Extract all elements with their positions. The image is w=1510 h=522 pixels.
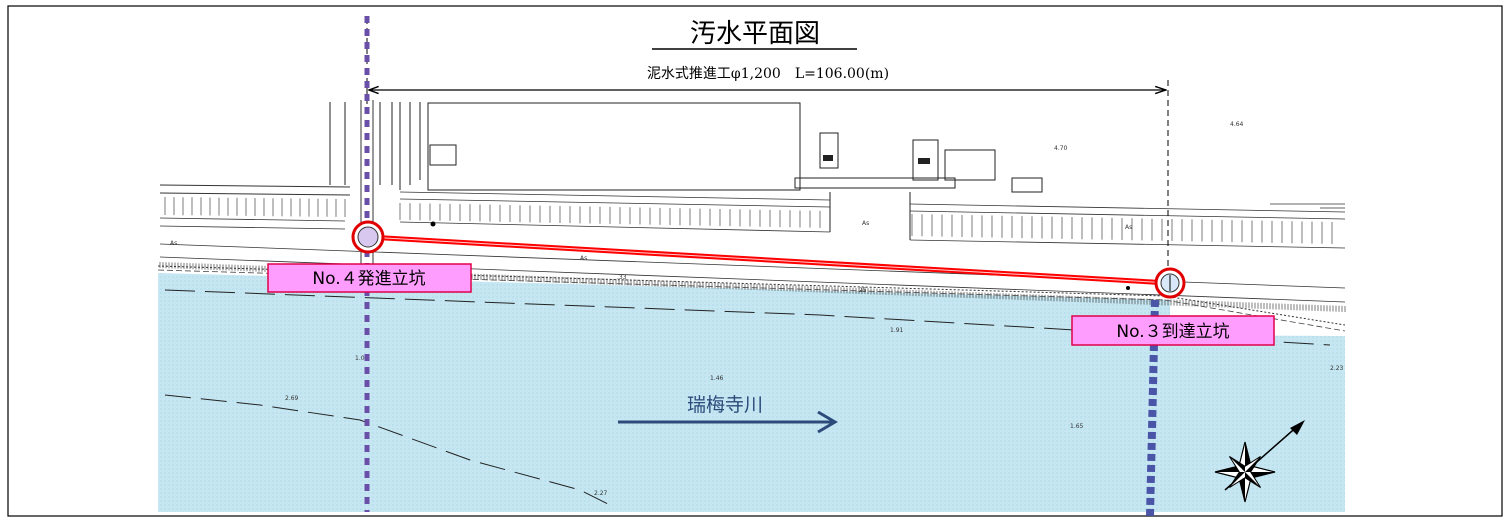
svg-text:.33: .33 [617, 274, 627, 281]
page-title: 汚水平面図 [690, 19, 820, 49]
svg-text:1.65: 1.65 [1070, 423, 1084, 430]
svg-text:4.64: 4.64 [1230, 121, 1244, 128]
dimension-label: 泥水式推進工φ1,200 L=106.00(m) [647, 66, 889, 82]
building-mark [918, 158, 930, 164]
svg-text:As: As [862, 220, 869, 227]
end-shaft-label: No.３到達立坑 [1071, 315, 1275, 346]
svg-text:As: As [580, 255, 587, 262]
svg-text:No.３到達立坑: No.３到達立坑 [1116, 322, 1229, 342]
river-contour [164, 289, 1331, 346]
svg-text:As: As [170, 240, 177, 247]
svg-text:4.70: 4.70 [1054, 145, 1068, 152]
start-shaft-label: No.４発進立坑 [267, 263, 472, 293]
river-flow-arrowhead [817, 410, 838, 434]
buildings [329, 102, 1043, 240]
river-contour-2 [164, 394, 611, 506]
survey-annotations: As As As As .33 .25 4.64 4.70 1.91 1.00 … [170, 121, 1344, 497]
road-lines [159, 184, 1346, 303]
river-area [158, 273, 1345, 512]
survey-point [1126, 286, 1130, 290]
svg-text:1.91: 1.91 [890, 327, 904, 334]
svg-text:1.00: 1.00 [355, 355, 369, 362]
svg-text:2.23: 2.23 [1330, 365, 1344, 372]
svg-text:1.46: 1.46 [710, 375, 724, 382]
pipe-route-center [367, 236, 1171, 284]
river-bank-line [157, 265, 1346, 326]
survey-point [430, 221, 436, 227]
river-name: 瑞梅寺川 [687, 394, 763, 416]
building-mark [823, 155, 833, 161]
compass-rose-icon [1214, 420, 1305, 503]
svg-text:No.４発進立坑: No.４発進立坑 [312, 269, 425, 289]
svg-text:.25: .25 [857, 287, 867, 294]
river-bank-line-2 [157, 269, 1346, 332]
start-shaft-marker [351, 220, 385, 254]
drawing-frame [7, 5, 1503, 517]
svg-text:2.27: 2.27 [594, 490, 608, 497]
end-shaft-marker [1154, 267, 1186, 299]
svg-text:2.69: 2.69 [285, 395, 299, 402]
svg-text:As: As [1125, 224, 1132, 231]
